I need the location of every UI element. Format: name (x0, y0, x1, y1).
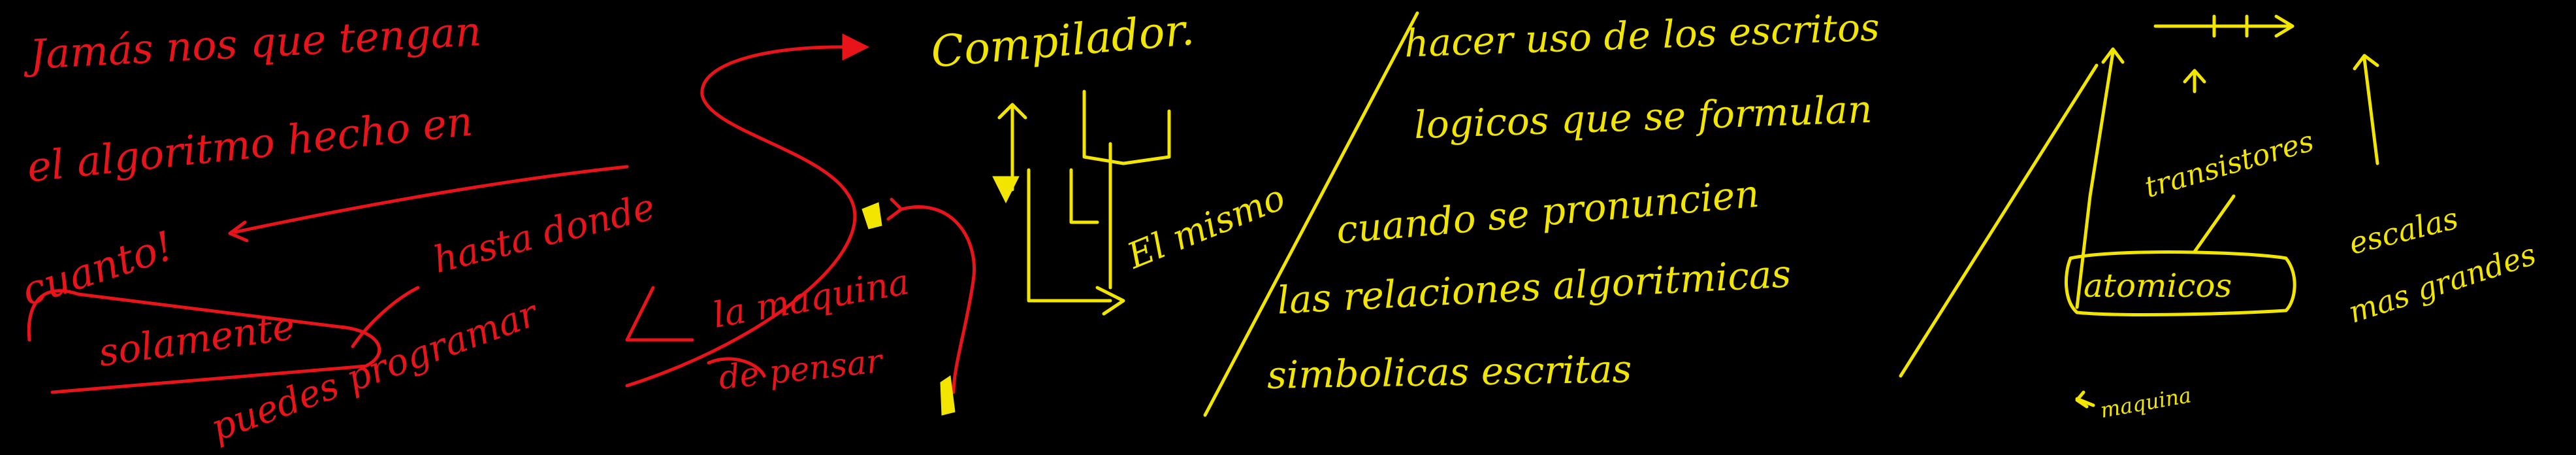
red-hook-left (351, 286, 420, 348)
yellow-block-arrows (997, 90, 1171, 316)
yellow-divider-2 (1899, 63, 2099, 378)
yellow-arrow-right-up (2353, 54, 2379, 165)
yellow-arrow-transistor (2183, 69, 2206, 93)
red-arrow-cruz (707, 357, 766, 378)
yellow-mark-left (861, 202, 882, 229)
yellow-mark-bottom (940, 375, 956, 416)
red-arrowhead-left (228, 220, 249, 243)
red-arrowhead-small (886, 197, 903, 221)
yellow-arrow-maquina (2075, 390, 2095, 409)
yellow-divider-1 (1203, 11, 1419, 417)
yellow-top-arrows (2153, 14, 2294, 38)
yellow-tri (992, 176, 1020, 204)
red-underline-arrow (233, 165, 629, 234)
red-s-curve-arrow (625, 45, 857, 388)
yellow-arrow-up-left (2075, 47, 2125, 309)
red-arrowhead-top (842, 33, 870, 61)
yellow-note-atomicos: atomicos (2084, 267, 2232, 305)
yellow-arrow-diag (2193, 194, 2236, 254)
red-curve-to-yellow (899, 205, 976, 394)
red-arrow-maquina (625, 286, 694, 342)
yellow-rect-atomicos (2064, 250, 2296, 316)
yellow-note-p5: simbolicas escritas (1266, 346, 1632, 397)
red-bracket-solamente (27, 289, 381, 394)
